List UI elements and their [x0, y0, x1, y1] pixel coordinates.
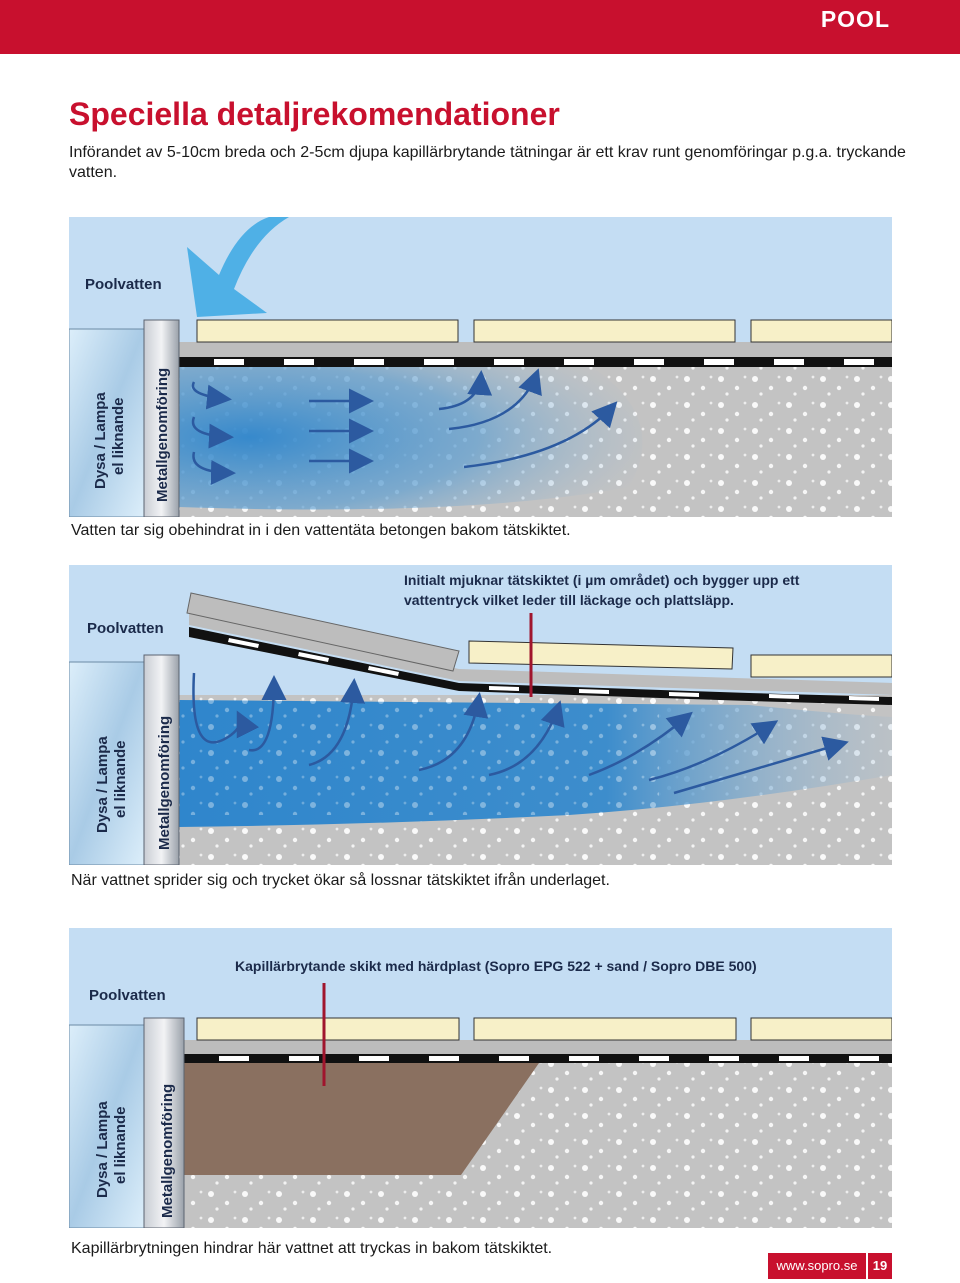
- nozzle-label-line1: Dysa / Lampa: [94, 736, 111, 833]
- figure-1-caption: Vatten tar sig obehindrat in i den vatte…: [71, 522, 571, 539]
- figure-1: Poolvatten Dysa / Lampa el liknande Meta…: [69, 217, 892, 517]
- figure-2-note-line1: Initialt mjuknar tätskiktet (i µm område…: [404, 572, 800, 588]
- nozzle-label-line2: el liknande: [112, 1106, 129, 1184]
- figure-2: Poolvatten Dysa / Lampa el liknande Meta…: [69, 565, 892, 865]
- figure-3-note: Kapillärbrytande skikt med härdplast (So…: [235, 958, 757, 974]
- intro-text: Införandet av 5-10cm breda och 2-5cm dju…: [69, 144, 906, 181]
- figure-1-illustration: Poolvatten Dysa / Lampa el liknande Meta…: [69, 217, 892, 517]
- pool-water-label: Poolvatten: [89, 987, 166, 1004]
- figure-2-caption: När vattnet sprider sig och trycket ökar…: [71, 872, 610, 889]
- page-number: 19: [868, 1253, 892, 1279]
- figure-2-illustration: Poolvatten Dysa / Lampa el liknande Meta…: [69, 565, 892, 865]
- nozzle-label-line1: Dysa / Lampa: [92, 392, 109, 489]
- nozzle-label-line2: el liknande: [110, 397, 127, 475]
- metal-penetration-label: Metallgenomföring: [154, 368, 171, 502]
- pool-water-label: Poolvatten: [85, 276, 162, 293]
- figure-2-note-line2: vattentryck vilket leder till läckage oc…: [404, 592, 734, 608]
- figure-3: Poolvatten Dysa / Lampa el liknande Meta…: [69, 928, 892, 1228]
- nozzle-label-line2: el liknande: [112, 740, 129, 818]
- header-bar: POOL: [0, 0, 960, 54]
- metal-penetration-label: Metallgenomföring: [159, 1084, 176, 1218]
- footer-website-link[interactable]: www.sopro.se: [768, 1253, 866, 1279]
- pool-water-label: Poolvatten: [87, 620, 164, 637]
- section-label: POOL: [820, 6, 890, 32]
- figure-3-caption: Kapillärbrytningen hindrar här vattnet a…: [71, 1240, 553, 1257]
- nozzle-label-line1: Dysa / Lampa: [94, 1101, 111, 1198]
- page-title: Speciella detaljrekomendationer: [69, 96, 560, 132]
- metal-penetration-label: Metallgenomföring: [156, 716, 173, 850]
- figure-3-illustration: Poolvatten Dysa / Lampa el liknande Meta…: [69, 928, 892, 1228]
